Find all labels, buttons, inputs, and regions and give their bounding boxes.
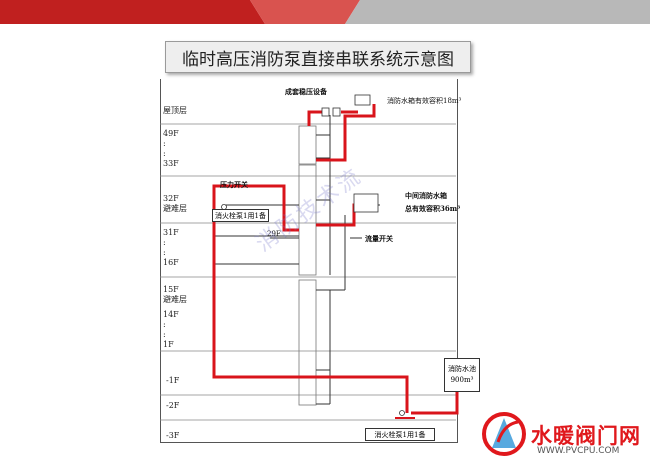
floor-label-15f: 15F 避难层 [163, 285, 187, 304]
floor-29f-label: 29F [267, 230, 281, 238]
pressure-switch-label: 压力开关 [220, 180, 248, 189]
floor-label-b2: -2F [166, 401, 180, 410]
mid-pump-box: 消火栓泵1用1备 [212, 209, 269, 222]
floor-label-b3: -3F [166, 431, 180, 440]
floor-label-31f-16f: 31F : : 16F [163, 228, 179, 267]
floor-label-roof: 屋顶层 [163, 106, 187, 115]
fire-pool-box: 消防水池 900m³ [444, 358, 480, 392]
roof-tank-label: 消防水箱有效容积18m³ [387, 97, 462, 105]
diagram-frame [160, 79, 458, 443]
bottom-pump-label: 消火栓泵1用1备 [374, 430, 426, 439]
fire-pool-capacity: 900m³ [450, 376, 474, 384]
flow-switch-label: 流量开关 [365, 234, 393, 243]
fire-pool-label: 消防水池 [448, 365, 476, 373]
roof-device-label: 成套稳压设备 [285, 87, 327, 96]
floor-label-49f-33f: 49F : : 33F [163, 129, 179, 168]
bottom-pump-box: 消火栓泵1用1备 [365, 428, 435, 441]
logo-name[interactable]: 水暖阀门网 [531, 424, 641, 448]
mid-pump-label: 消火栓泵1用1备 [215, 211, 266, 220]
diagram-title: 临时高压消防泵直接串联系统示意图 [165, 41, 471, 73]
site-logo-icon [482, 412, 526, 456]
floor-label-14f-1f: 14F : : 1F [163, 310, 179, 349]
top-banner [0, 0, 650, 24]
mid-tank-label-line1: 中间消防水箱 [405, 191, 447, 200]
floor-label-32f: 32F 避难层 [163, 194, 187, 213]
logo-url[interactable]: WWW.PVCPU.COM [537, 446, 620, 456]
mid-tank-label-line2: 总有效容积36m³ [405, 204, 461, 213]
floor-label-b1: -1F [166, 376, 180, 385]
